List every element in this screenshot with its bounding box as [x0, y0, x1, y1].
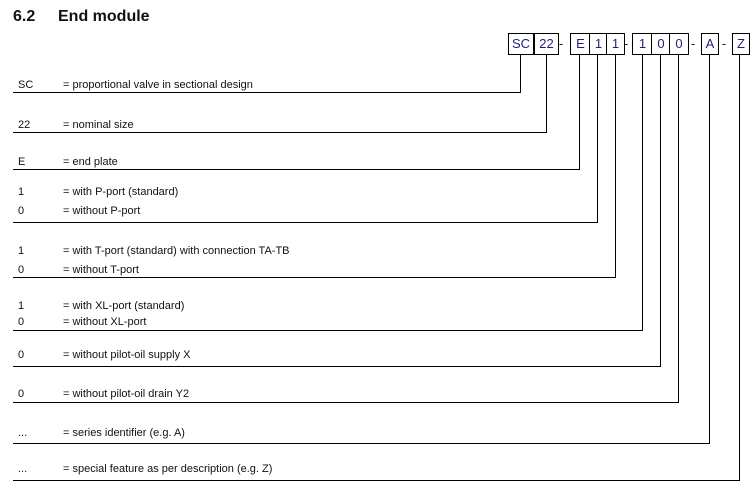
code-box-e: E	[570, 33, 591, 55]
code-label: 0	[18, 264, 25, 276]
code-description: = special feature as per description (e.…	[63, 463, 273, 475]
connector-line-vertical	[597, 55, 598, 223]
connector-line-horizontal	[13, 222, 598, 223]
code-description: = end plate	[63, 156, 118, 168]
row-entry: 0 = without pilot-oil drain Y2	[0, 388, 755, 402]
code-description: = with P-port (standard)	[63, 186, 179, 198]
code-label: 0	[18, 316, 25, 328]
code-box-1a: 1	[589, 33, 608, 55]
code-separator: -	[623, 36, 629, 51]
code-description: = proportional valve in sectional design	[63, 79, 253, 91]
code-label: E	[18, 156, 26, 168]
code-label: ...	[18, 427, 28, 439]
code-label: ...	[18, 463, 28, 475]
connector-line-vertical	[739, 55, 740, 481]
connector-line-horizontal	[13, 277, 616, 278]
code-box-1c: 1	[632, 33, 653, 55]
code-description: = series identifier (e.g. A)	[63, 427, 185, 439]
row-entry: ... = special feature as per description…	[0, 463, 755, 477]
row-entry: 0 = without P-port	[0, 205, 755, 219]
code-separator: -	[558, 36, 564, 51]
connector-line-vertical	[709, 55, 710, 444]
connector-line-vertical	[546, 55, 547, 133]
code-label: 1	[18, 245, 25, 257]
code-description: = without XL-port	[63, 316, 147, 328]
row-entry: SC = proportional valve in sectional des…	[0, 79, 755, 93]
row-entry: 1 = with T-port (standard) with connecti…	[0, 245, 755, 259]
connector-line-horizontal	[13, 443, 710, 444]
code-description: = with XL-port (standard)	[63, 300, 185, 312]
code-description: = with T-port (standard) with connection…	[63, 245, 290, 257]
connector-line-horizontal	[13, 132, 547, 133]
section-title: End module	[58, 8, 150, 25]
connector-line-horizontal	[13, 92, 521, 93]
code-box-sc: SC	[508, 33, 534, 55]
connector-line-vertical	[615, 55, 616, 278]
code-description: = without T-port	[63, 264, 139, 276]
code-label: 1	[18, 186, 25, 198]
code-box-22: 22	[534, 33, 559, 55]
row-entry: 22 = nominal size	[0, 119, 755, 133]
code-description: = without pilot-oil drain Y2	[63, 388, 190, 400]
code-label: 22	[18, 119, 31, 131]
row-entry: 0 = without T-port	[0, 264, 755, 278]
connector-line-vertical	[579, 55, 580, 170]
row-entry: 1 = with XL-port (standard)	[0, 300, 755, 314]
code-box-1b: 1	[606, 33, 625, 55]
row-entry: 0 = without XL-port	[0, 316, 755, 330]
code-description: = nominal size	[63, 119, 134, 131]
row-entry: 1 = with P-port (standard)	[0, 186, 755, 200]
code-separator: -	[721, 36, 727, 51]
section-heading: 6.2 End module	[0, 8, 755, 28]
code-label: SC	[18, 79, 34, 91]
connector-line-vertical	[520, 55, 521, 93]
connector-line-horizontal	[13, 169, 580, 170]
code-description: = without P-port	[63, 205, 141, 217]
row-entry: 0 = without pilot-oil supply X	[0, 349, 755, 363]
connector-line-vertical	[642, 55, 643, 331]
code-separator: -	[690, 36, 696, 51]
connector-line-horizontal	[13, 330, 643, 331]
connector-line-vertical	[660, 55, 661, 367]
code-box-0a: 0	[651, 33, 671, 55]
code-description: = without pilot-oil supply X	[63, 349, 191, 361]
code-label: 1	[18, 300, 25, 312]
section-number: 6.2	[13, 8, 36, 25]
connector-line-horizontal	[13, 480, 740, 481]
code-label: 0	[18, 205, 25, 217]
row-entry: E = end plate	[0, 156, 755, 170]
connector-line-horizontal	[13, 366, 661, 367]
row-entry: ... = series identifier (e.g. A)	[0, 427, 755, 441]
connector-line-horizontal	[13, 402, 679, 403]
code-label: 0	[18, 349, 25, 361]
code-box-a: A	[701, 33, 719, 55]
code-box-z: Z	[732, 33, 750, 55]
code-label: 0	[18, 388, 25, 400]
connector-line-vertical	[678, 55, 679, 403]
code-box-0b: 0	[669, 33, 689, 55]
